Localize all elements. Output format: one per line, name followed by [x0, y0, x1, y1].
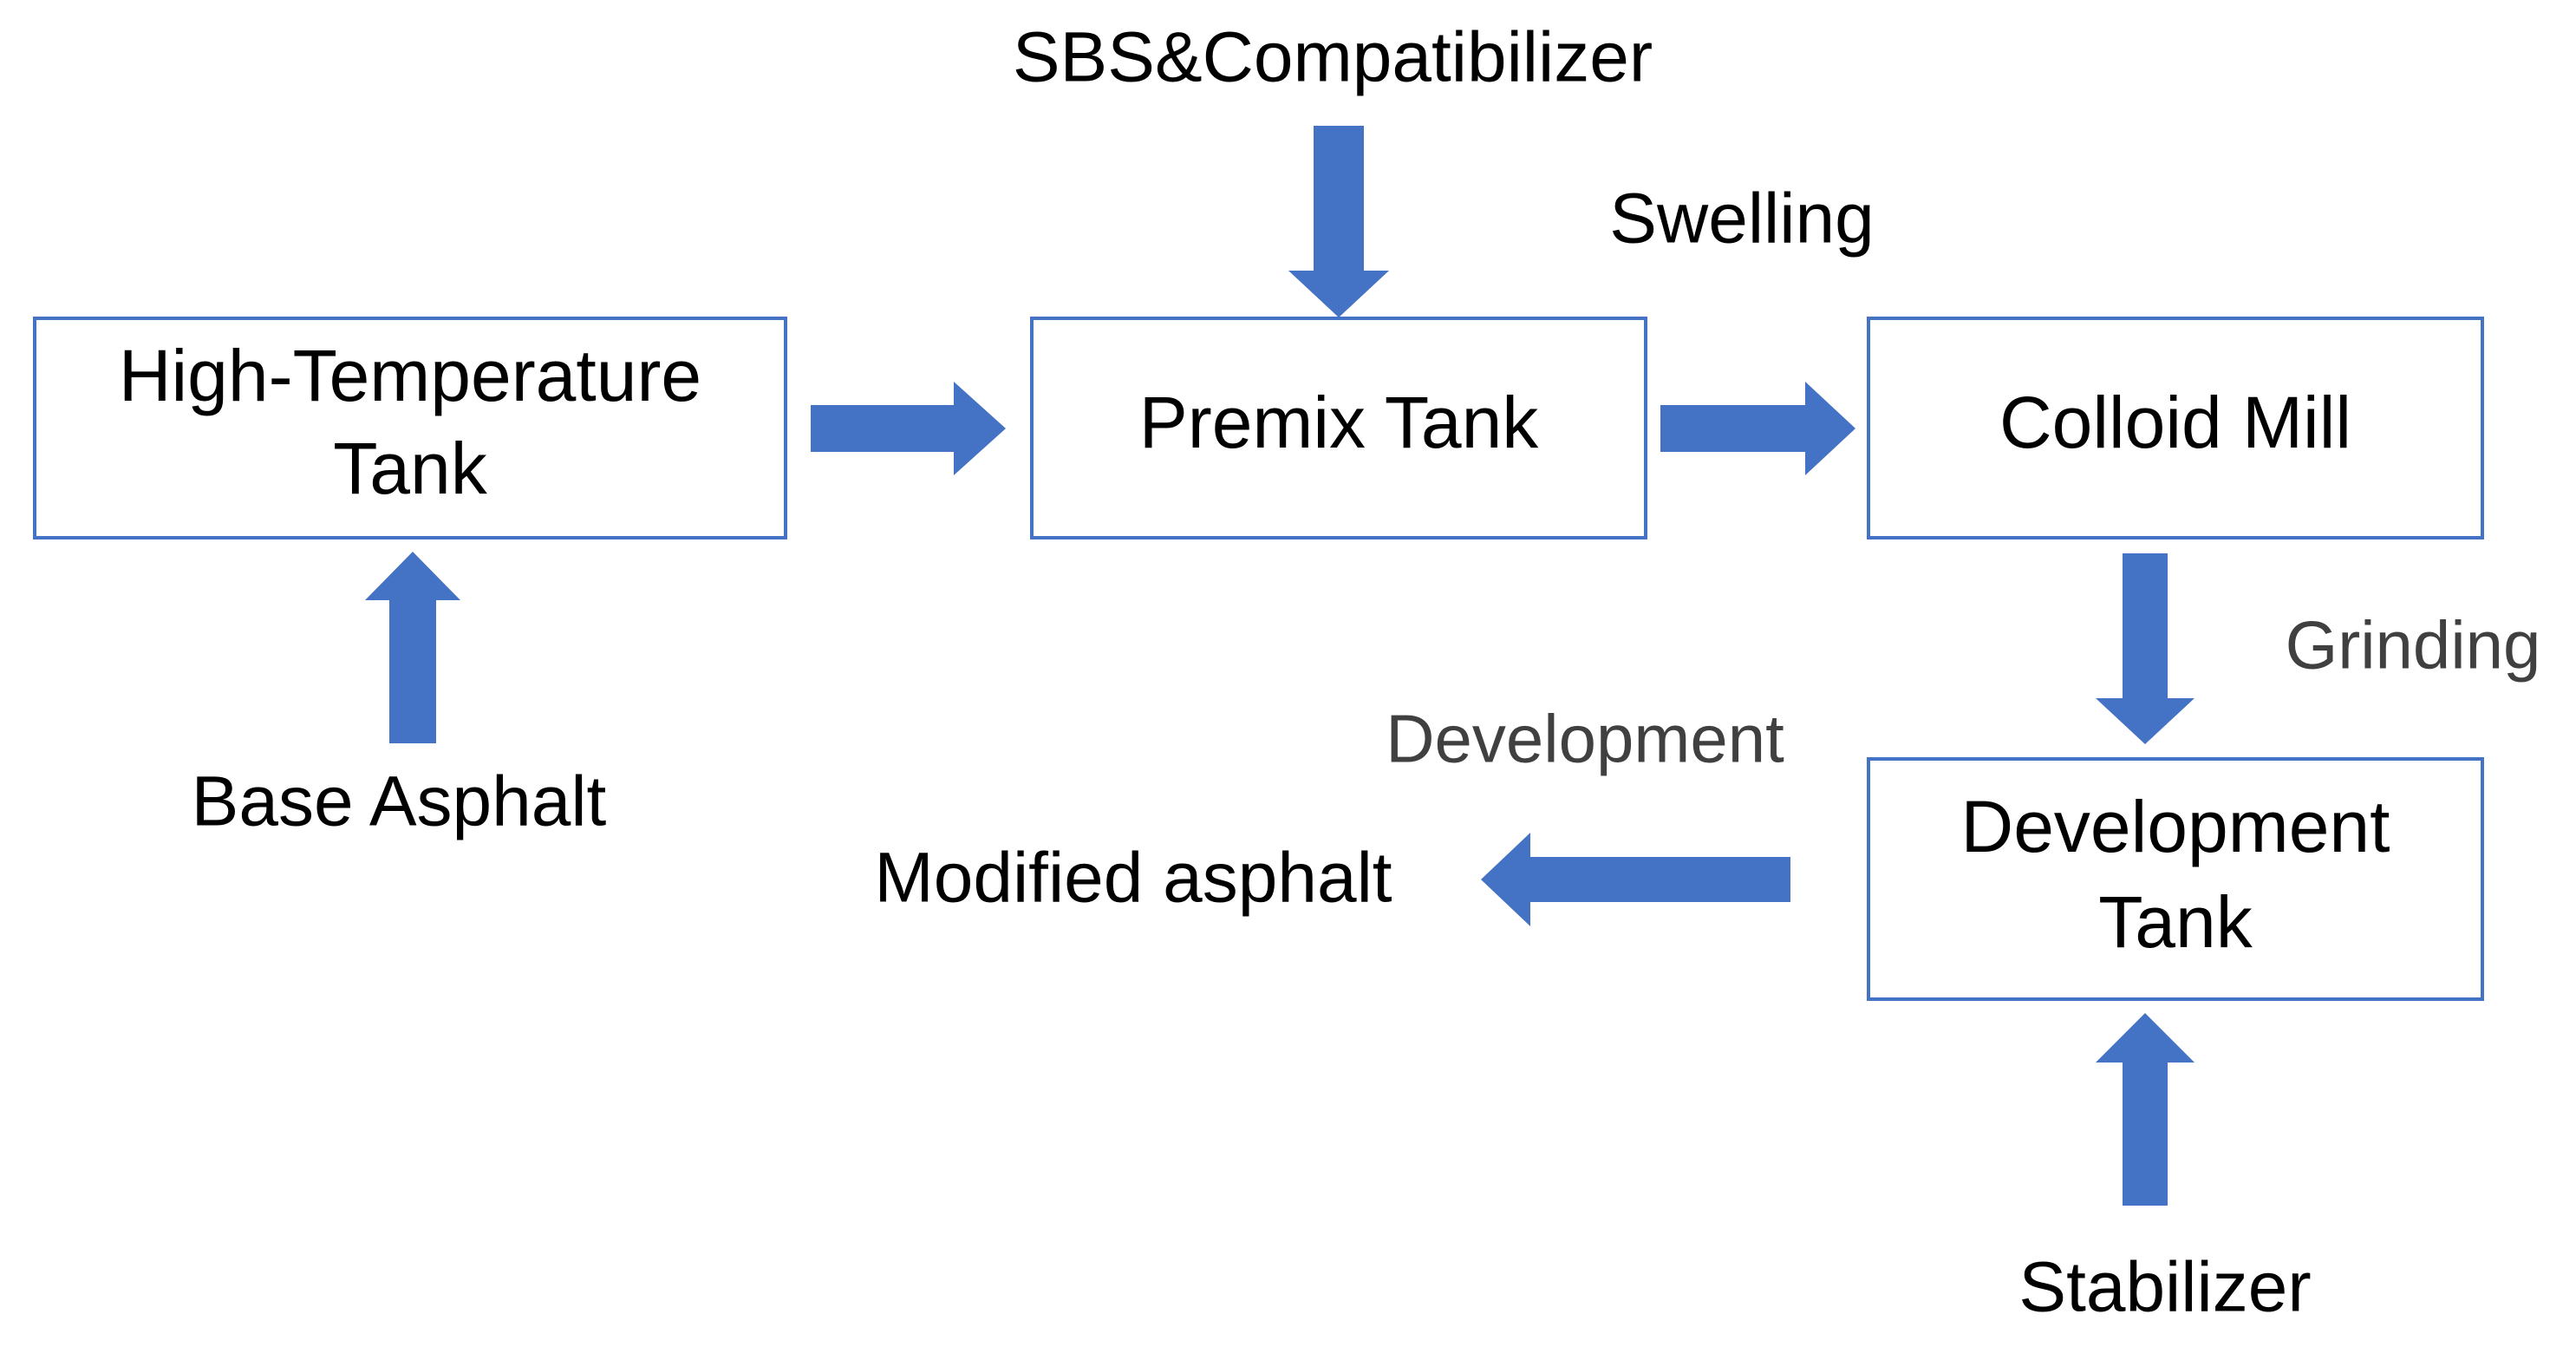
- high-temperature-tank-box: High-Temperature Tank: [33, 317, 787, 539]
- premix-tank-box: Premix Tank: [1030, 317, 1647, 539]
- modified-asphalt-label: Modified asphalt: [874, 839, 1392, 918]
- premix-tank-label: Premix Tank: [1139, 382, 1540, 463]
- development-tank-label-line2: Tank: [2098, 881, 2253, 963]
- sbs-compatibilizer-label: SBS&Compatibilizer: [1013, 18, 1653, 97]
- base-asphalt-up-arrow-icon: [365, 552, 460, 743]
- grinding-label: Grinding: [2286, 607, 2541, 683]
- development-tank-box: Development Tank: [1867, 757, 2484, 1001]
- colloid-to-development-arrow-icon: [2096, 553, 2194, 744]
- premix-to-colloid-arrow-icon: [1660, 382, 1855, 475]
- hightemp-to-premix-arrow-icon: [811, 382, 1006, 475]
- high-temperature-tank-label-line2: Tank: [333, 428, 487, 509]
- colloid-mill-box: Colloid Mill: [1867, 317, 2484, 539]
- stabilizer-up-arrow-icon: [2096, 1013, 2194, 1206]
- swelling-label: Swelling: [1609, 180, 1874, 258]
- development-tank-label-line1: Development: [1961, 786, 2390, 867]
- development-process-label: Development: [1386, 701, 1784, 777]
- development-to-output-arrow-icon: [1481, 833, 1790, 926]
- colloid-mill-label: Colloid Mill: [1999, 382, 2351, 463]
- base-asphalt-label: Base Asphalt: [192, 762, 607, 841]
- stabilizer-label: Stabilizer: [2018, 1248, 2311, 1327]
- sbs-down-arrow-icon: [1288, 126, 1389, 317]
- high-temperature-tank-label-line1: High-Temperature: [119, 335, 701, 416]
